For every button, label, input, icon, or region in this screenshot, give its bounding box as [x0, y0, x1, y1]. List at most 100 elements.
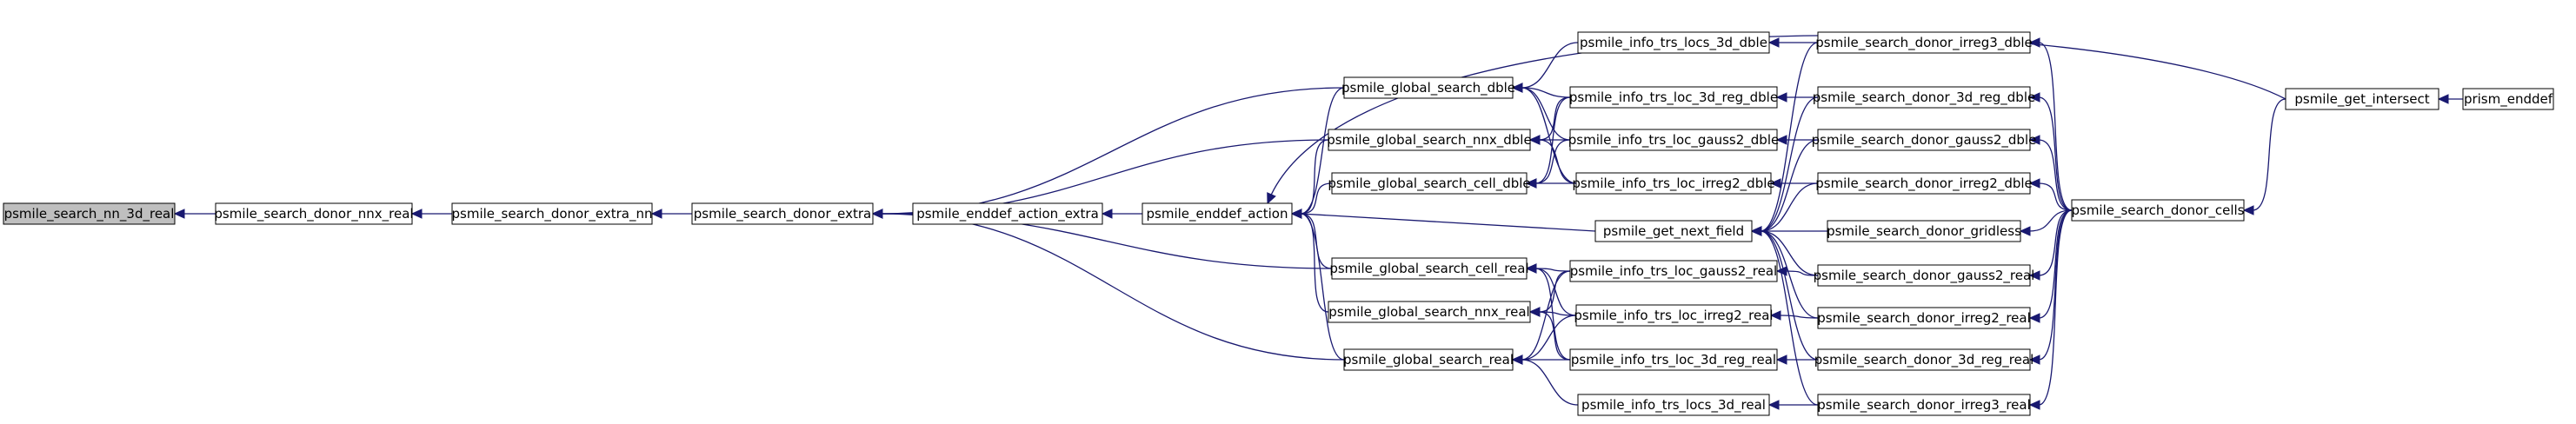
node-sdc[interactable]: psmile_search_donor_cells: [2071, 199, 2245, 222]
node-itl3dd[interactable]: psmile_info_trs_locs_3d_dble: [1577, 31, 1770, 54]
node-box: [1343, 76, 1514, 99]
edge-line: [1760, 230, 1819, 361]
node-gi[interactable]: psmile_get_intersect: [2285, 88, 2440, 110]
node-box: [1577, 394, 1770, 416]
node-itlg2d[interactable]: psmile_info_trs_loc_gauss2_dble: [1568, 129, 1779, 151]
edge-line: [1534, 268, 1571, 272]
node-label: prism_enddef: [2464, 91, 2553, 108]
node-box: [1328, 129, 1531, 151]
edge-gsr-to-ea: [1290, 209, 1345, 361]
node-box: [2071, 199, 2245, 222]
arrowhead-icon: [1750, 226, 1762, 236]
arrowhead-icon: [1528, 135, 1541, 145]
node-itl3rr[interactable]: psmile_info_trs_loc_3d_reg_real: [1569, 348, 1778, 371]
node-eax[interactable]: psmile_enddef_action_extra: [912, 202, 1103, 225]
edge-pe-to-gi: [2437, 94, 2463, 104]
node-box: [1594, 220, 1753, 242]
node-gscr[interactable]: psmile_global_search_cell_real: [1329, 257, 1529, 280]
node-label: psmile_info_trs_locs_3d_dble: [1580, 35, 1767, 51]
node-sdg2r[interactable]: psmile_search_donor_gauss2_real: [1814, 264, 2035, 287]
edge-gi-to-sdc: [2242, 98, 2286, 215]
edge-gscr-to-ea: [1290, 209, 1333, 269]
node-box: [691, 202, 874, 225]
function-nodes: psmile_search_nn_3d_real psmile_search_do…: [3, 31, 2554, 416]
node-sdg2d[interactable]: psmile_search_donor_gauss2_dble: [1812, 129, 2037, 151]
edge-line: [2038, 209, 2073, 406]
edge-itli2d-to-gscd: [1525, 178, 1577, 189]
edge-line: [1521, 359, 1579, 406]
node-pe[interactable]: prism_enddef: [2462, 88, 2554, 110]
node-gsd[interactable]: psmile_global_search_dble: [1341, 76, 1515, 99]
node-label: psmile_get_intersect: [2294, 91, 2429, 108]
edge-line: [1538, 270, 1571, 313]
node-box: [1817, 31, 2031, 54]
arrowhead-icon: [2242, 205, 2254, 215]
node-gsnd[interactable]: psmile_global_search_nnx_dble: [1327, 129, 1532, 151]
edge-sdi2r-to-itli2r: [1769, 310, 1819, 321]
node-label: psmile_search_donor_extra: [694, 206, 871, 222]
node-itli2r[interactable]: psmile_info_trs_loc_irreg2_real: [1574, 304, 1774, 327]
arrowhead-icon: [2028, 313, 2040, 323]
edge-line: [1785, 270, 1819, 276]
node-box: [1817, 264, 2031, 287]
node-label: psmile_search_donor_cells: [2071, 202, 2244, 219]
node-gsr[interactable]: psmile_global_search_real: [1343, 348, 1514, 371]
edge-line: [2038, 209, 2073, 361]
edge-line: [1534, 268, 1571, 361]
node-sdi3d[interactable]: psmile_search_donor_irreg3_dble: [1815, 31, 2033, 54]
node-sdi2r[interactable]: psmile_search_donor_irreg2_real: [1817, 307, 2031, 329]
node-sdi2d[interactable]: psmile_search_donor_irreg2_dble: [1815, 172, 2033, 195]
node-sd3rd[interactable]: psmile_search_donor_3d_reg_dble: [1813, 86, 2035, 109]
arrowhead-icon: [650, 209, 662, 219]
node-label: psmile_search_donor_gauss2_dble: [1812, 132, 2037, 149]
node-itli2d[interactable]: psmile_info_trs_loc_irreg2_dble: [1572, 172, 1775, 195]
node-sdgl[interactable]: psmile_search_donor_gridless: [1827, 220, 2021, 242]
node-label: psmile_info_trs_locs_3d_real: [1581, 397, 1766, 414]
node-gscd[interactable]: psmile_global_search_cell_dble: [1328, 172, 1531, 195]
edge-line: [1534, 139, 1571, 184]
node-nn3d[interactable]: psmile_search_nn_3d_real: [3, 202, 176, 225]
node-box: [1817, 129, 2031, 151]
edge-line: [2038, 182, 2073, 211]
node-box: [1577, 31, 1770, 54]
node-ea[interactable]: psmile_enddef_action: [1142, 202, 1293, 225]
node-gnf[interactable]: psmile_get_next_field: [1594, 220, 1753, 242]
edge-line: [1760, 96, 1819, 232]
edge-line: [1760, 182, 1819, 232]
node-label: psmile_search_donor_extra_nn: [452, 206, 653, 222]
node-sd3rr[interactable]: psmile_search_donor_3d_reg_real: [1814, 348, 2034, 371]
node-itlg2r[interactable]: psmile_info_trs_loc_gauss2_real: [1569, 260, 1778, 282]
edge-line: [1521, 87, 1571, 98]
node-box: [1569, 260, 1778, 282]
edge-line: [1300, 213, 1596, 232]
arrowhead-icon: [1528, 307, 1541, 317]
node-box: [2285, 88, 2440, 110]
node-dxnn[interactable]: psmile_search_donor_extra_nn: [451, 202, 653, 225]
node-box: [1331, 172, 1528, 195]
edge-line: [1534, 268, 1577, 316]
arrowhead-icon: [2028, 270, 2040, 281]
node-label: psmile_global_search_cell_dble: [1328, 176, 1530, 192]
node-box: [1328, 301, 1531, 323]
node-dx[interactable]: psmile_search_donor_extra: [691, 202, 874, 225]
arrowhead-icon: [1511, 354, 1523, 365]
node-sdi3r[interactable]: psmile_search_donor_irreg3_real: [1817, 394, 2031, 416]
node-box: [215, 202, 413, 225]
edge-line: [2038, 209, 2073, 319]
node-itl3rd[interactable]: psmile_info_trs_loc_3d_reg_dble: [1569, 86, 1778, 109]
arrowhead-icon: [1767, 400, 1780, 410]
node-box: [1817, 348, 2031, 371]
node-label: psmile_info_trs_loc_gauss2_dble: [1568, 132, 1779, 149]
edge-line: [1760, 42, 1819, 232]
node-dnnxr[interactable]: psmile_search_donor_nnx_real: [214, 202, 414, 225]
edge-line: [1534, 96, 1571, 184]
edge-gsnr-to-ea: [1290, 209, 1329, 313]
node-box: [1817, 394, 2031, 416]
arrowhead-icon: [2437, 94, 2449, 104]
node-box: [1575, 304, 1772, 327]
node-label: psmile_enddef_action_extra: [916, 206, 1099, 222]
node-gsnr[interactable]: psmile_global_search_nnx_real: [1328, 301, 1531, 323]
node-label: psmile_info_trs_loc_irreg2_real: [1574, 308, 1773, 324]
node-box: [1569, 348, 1778, 371]
node-itl3dr[interactable]: psmile_info_trs_locs_3d_real: [1577, 394, 1770, 416]
